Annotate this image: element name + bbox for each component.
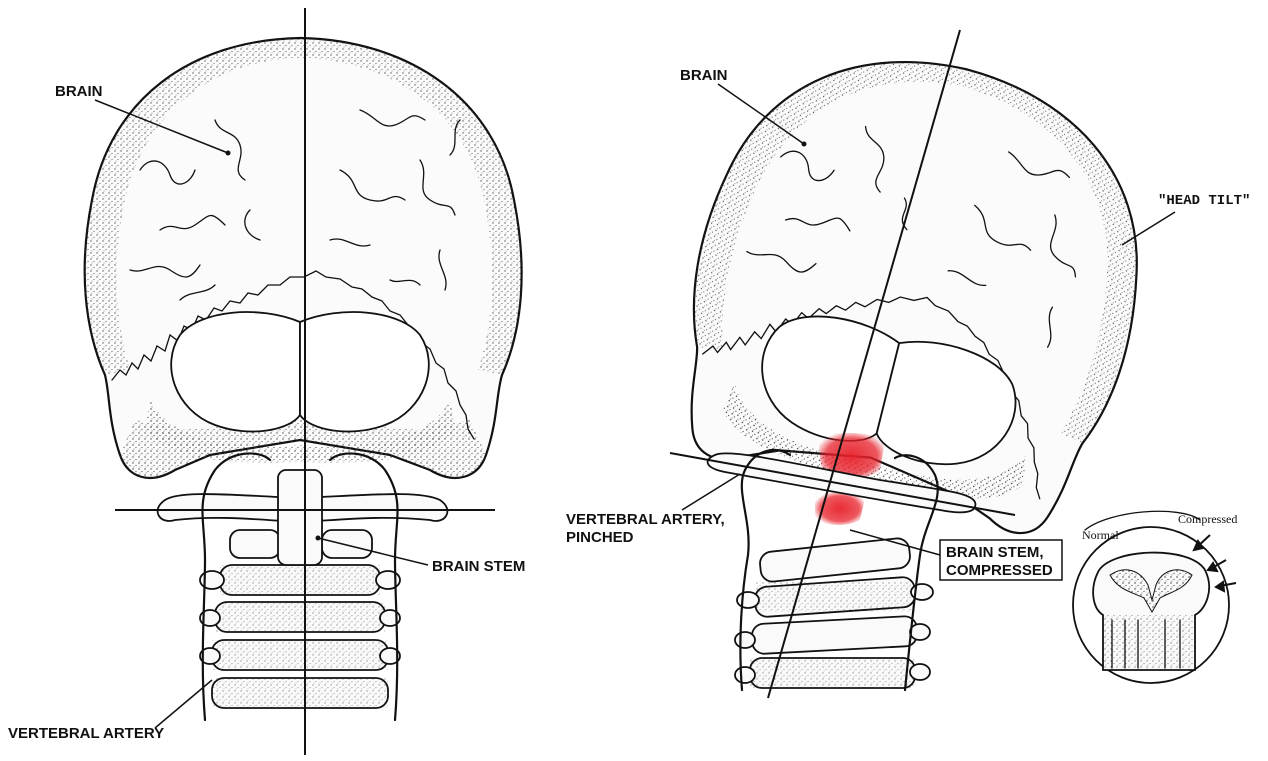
left-brain-stem bbox=[278, 470, 322, 565]
left-vertebral-artery-label: VERTEBRAL ARTERY bbox=[8, 725, 164, 742]
right-vertebral-artery-label-line1: VERTEBRAL ARTERY, bbox=[566, 511, 725, 528]
inset-normal-label: Normal bbox=[1082, 528, 1119, 542]
right-brain-label: BRAIN bbox=[680, 67, 728, 84]
right-vertebral-artery-label-line2: PINCHED bbox=[566, 529, 634, 546]
left-cervical-spine bbox=[158, 470, 448, 708]
right-cervical-spine bbox=[735, 537, 933, 688]
head-tilt-label: "HEAD TILT" bbox=[1158, 193, 1250, 209]
left-brain-label: BRAIN bbox=[55, 83, 103, 100]
spinal-cord-inset: Normal Compressed bbox=[1073, 511, 1237, 683]
left-brain-stem-label: BRAIN STEM bbox=[432, 558, 525, 575]
right-brain-stem-label-line1: BRAIN STEM, bbox=[946, 544, 1044, 561]
right-brain-stem-label-line2: COMPRESSED bbox=[946, 562, 1053, 579]
left-head-figure bbox=[85, 8, 522, 755]
